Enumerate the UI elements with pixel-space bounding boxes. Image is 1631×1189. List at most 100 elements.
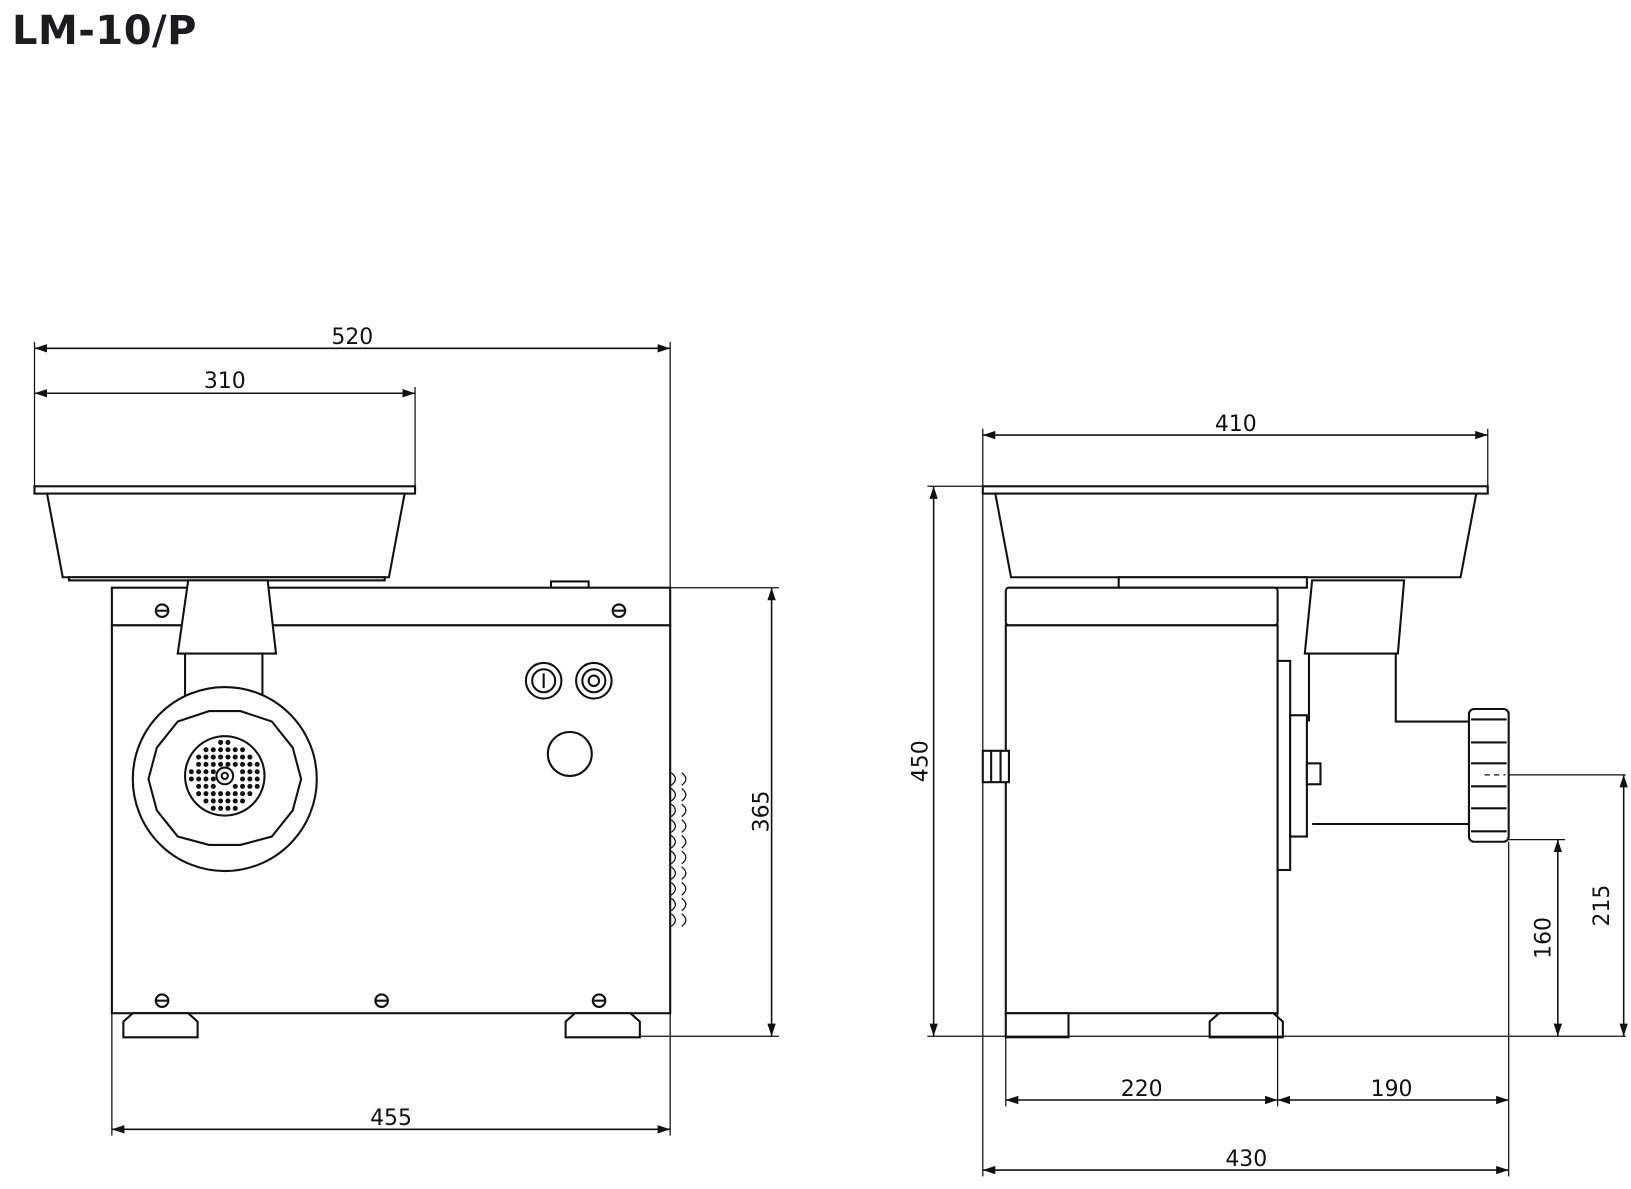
plate-holes: [188, 739, 260, 811]
plate-hole: [203, 798, 209, 804]
hopper-tray: [981, 485, 1489, 495]
plate-hole: [210, 747, 216, 753]
vent-slot: [670, 913, 677, 927]
plate-hole: [232, 747, 238, 753]
foot-right: [564, 1012, 641, 1039]
vent-slot: [670, 882, 677, 896]
vent-slot: [681, 834, 687, 849]
dim-430: 430: [1225, 1147, 1267, 1172]
vent-slot: [681, 882, 687, 896]
plate-hole: [240, 747, 246, 753]
vent-slot: [681, 803, 687, 818]
vent-slots: [670, 772, 687, 927]
plate-hole: [247, 776, 253, 782]
plate-hole: [247, 769, 253, 775]
plate-hole: [240, 791, 246, 797]
plate-hole: [203, 754, 209, 760]
plate-hole: [203, 776, 209, 782]
vent-slot: [681, 819, 687, 833]
hopper-bowl: [45, 492, 406, 579]
vent-slot: [670, 772, 677, 786]
vent-slot: [670, 803, 677, 818]
plate-hole: [240, 769, 246, 775]
feed-neck: [1303, 579, 1406, 655]
plate-hole: [218, 805, 224, 811]
plate-hole: [218, 791, 224, 797]
plate-hole: [240, 783, 246, 789]
plate-hole: [247, 754, 253, 760]
dim-365: 365: [749, 791, 774, 833]
plate-hole: [225, 791, 231, 797]
plate-hole: [203, 761, 209, 767]
front-view: 520 310 365 455: [33, 325, 779, 1136]
dim-455: 455: [370, 1106, 412, 1131]
plate-hole: [247, 783, 253, 789]
plate-hole: [225, 761, 231, 767]
plate-hole: [225, 798, 231, 804]
plate-hole: [225, 739, 231, 745]
plate-hole: [188, 776, 194, 782]
plate-hole: [218, 761, 224, 767]
vent-slot: [670, 850, 677, 865]
flange: [1289, 714, 1308, 838]
plate-hole: [247, 761, 253, 767]
reverse-button: [546, 730, 593, 777]
plate-hole: [225, 805, 231, 811]
vent-slot: [670, 866, 677, 880]
plate-hole: [210, 761, 216, 767]
plate-hole: [196, 791, 202, 797]
foot-left: [122, 1012, 199, 1039]
plate-hole: [210, 783, 216, 789]
plate-hole: [196, 776, 202, 782]
top-bar: [1004, 586, 1279, 627]
screw-icons: [154, 603, 627, 1009]
plate-hole: [240, 798, 246, 804]
plate-hole: [210, 791, 216, 797]
plate-hole: [203, 747, 209, 753]
plate-hole: [232, 754, 238, 760]
plate-hole: [210, 754, 216, 760]
shaft: [1305, 762, 1322, 786]
plate-hole: [196, 783, 202, 789]
dim-160: 160: [1531, 917, 1556, 959]
plate-hole: [210, 776, 216, 782]
plate-hole: [218, 754, 224, 760]
plate-hole: [203, 791, 209, 797]
plate-hole: [254, 761, 260, 767]
plate-hole: [232, 761, 238, 767]
plate-hole: [232, 791, 238, 797]
plate-center: [215, 766, 235, 786]
hopper-support: [1117, 576, 1308, 589]
vent-slot: [670, 897, 677, 912]
plate-hole: [247, 791, 253, 797]
plate-hole: [225, 754, 231, 760]
vent-slot: [681, 897, 687, 912]
plate-hole: [232, 783, 238, 789]
plate-hole: [218, 739, 224, 745]
vent-slot: [681, 772, 687, 786]
hopper-bowl: [994, 492, 1478, 579]
plate-hole: [196, 769, 202, 775]
feed-neck: [176, 579, 278, 655]
plate-hole: [210, 798, 216, 804]
grinder-barrel: [1307, 653, 1473, 826]
dim-190: 190: [1371, 1077, 1413, 1102]
side-view: 410 450 215 160 220 190 430: [908, 412, 1628, 1177]
plate-hole: [225, 747, 231, 753]
dim-215: 215: [1590, 885, 1615, 927]
plate-hole: [232, 798, 238, 804]
plate-hole: [254, 776, 260, 782]
plate-hole: [196, 761, 202, 767]
plate-hole: [210, 805, 216, 811]
plate-hole: [203, 783, 209, 789]
plate-hole: [240, 761, 246, 767]
plate-hole: [254, 769, 260, 775]
dim-410: 410: [1215, 412, 1257, 437]
vent-slot: [681, 850, 687, 865]
model-title: LM-10/P: [12, 8, 197, 54]
side-knob: [981, 749, 1010, 784]
foot-right: [1208, 1012, 1284, 1039]
plate-hole: [240, 754, 246, 760]
motor-body: [1004, 624, 1279, 1015]
